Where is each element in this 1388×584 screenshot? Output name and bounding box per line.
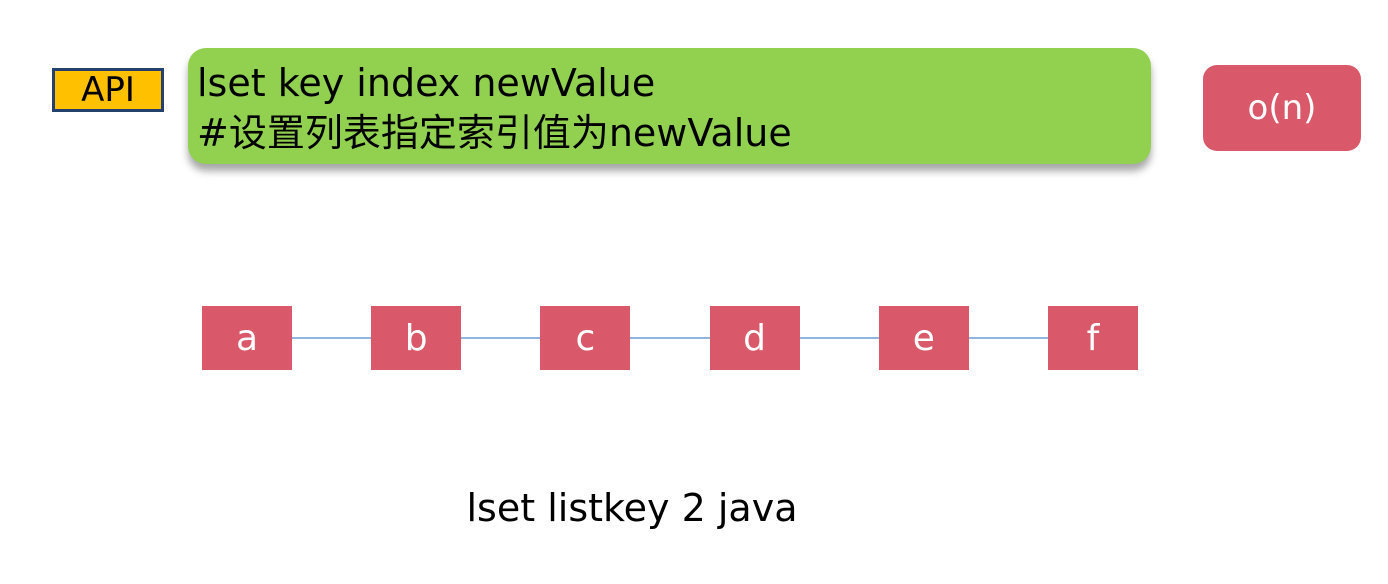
list-node-a: a bbox=[202, 306, 292, 370]
command-description: #设置列表指定索引值为newValue bbox=[197, 111, 792, 155]
api-label: API bbox=[52, 68, 164, 112]
list-node-e: e bbox=[878, 306, 969, 370]
example-command: lset listkey 2 java bbox=[466, 486, 798, 530]
list-connector bbox=[799, 337, 879, 339]
list-connector bbox=[630, 337, 710, 339]
list-node-b: b bbox=[371, 306, 462, 370]
list-node-c: c bbox=[540, 306, 631, 370]
list-node-f: f bbox=[1048, 306, 1138, 370]
command-box: lset key index newValue #设置列表指定索引值为newVa… bbox=[188, 48, 1151, 164]
list-connector bbox=[968, 337, 1048, 339]
command-syntax: lset key index newValue bbox=[197, 61, 656, 105]
list-node-d: d bbox=[709, 306, 800, 370]
complexity-badge: o(n) bbox=[1203, 65, 1361, 151]
list-connector bbox=[292, 337, 372, 339]
list-connector bbox=[461, 337, 541, 339]
